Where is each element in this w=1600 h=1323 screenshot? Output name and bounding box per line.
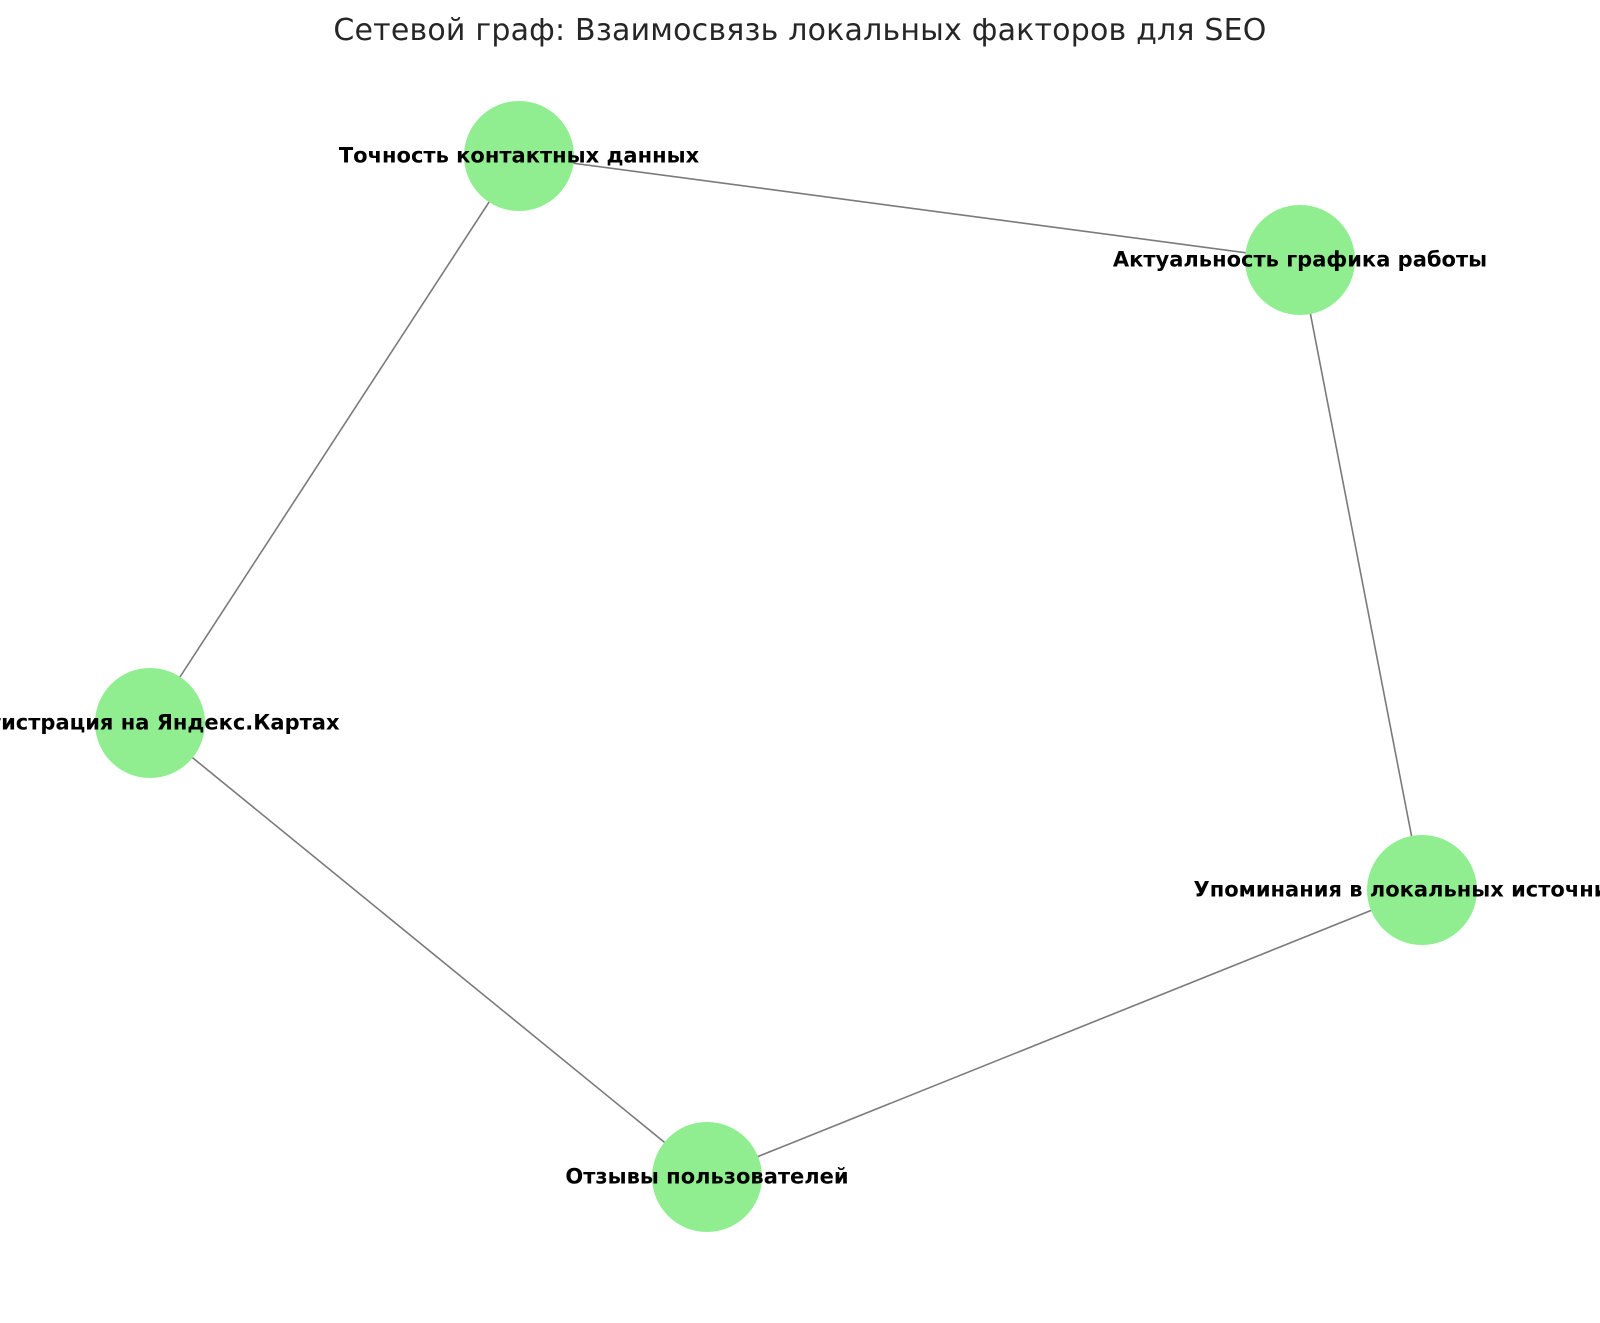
graph-node-yandex_maps_registration[interactable] xyxy=(95,668,205,778)
graph-node-local_mentions[interactable] xyxy=(1367,835,1477,945)
graph-node-schedule_actuality[interactable] xyxy=(1245,205,1355,315)
graph-edge xyxy=(149,155,520,724)
nodes-group xyxy=(95,101,1477,1232)
graph-edge xyxy=(518,155,1301,261)
graph-edge xyxy=(1299,259,1423,891)
graph-node-contact_accuracy[interactable] xyxy=(464,101,574,211)
graph-node-user_reviews[interactable] xyxy=(652,1122,762,1232)
edges-group xyxy=(149,155,1423,1178)
graph-edge xyxy=(149,722,708,1178)
graph-edge xyxy=(706,889,1423,1178)
page-title: Сетевой граф: Взаимосвязь локальных факт… xyxy=(333,13,1267,48)
